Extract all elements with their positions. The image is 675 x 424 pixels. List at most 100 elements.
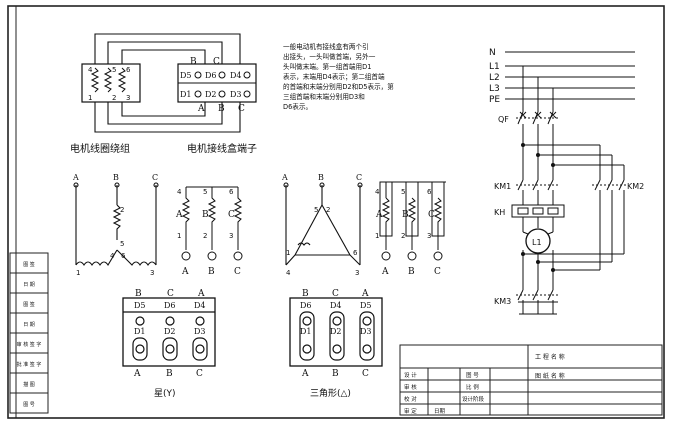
coil-group-diagram xyxy=(81,33,257,133)
left-cell-8: 图 号 xyxy=(23,402,35,408)
delta-block-d5: D5 xyxy=(360,301,372,310)
delta-num-3: 3 xyxy=(355,269,359,277)
delta-coil-top-5: 5 xyxy=(401,188,405,196)
tb-r1c1: 设 计 xyxy=(404,371,417,379)
coil-bot-num-1: 1 xyxy=(88,94,92,102)
delta-phase-b: B xyxy=(318,173,324,182)
box-phase-c-top: C xyxy=(213,57,220,67)
coil-top-num-3: 6 xyxy=(126,66,131,74)
note-line-5: 的首端和末端分别用D2和D5表示，第 xyxy=(283,82,394,91)
delta-coil-top-6: 6 xyxy=(427,188,432,196)
delta-num-6: 6 xyxy=(353,249,358,257)
note-line-4: 表示，末端用D4表示；第二组首端 xyxy=(283,72,385,81)
bus-label-pe: PE xyxy=(489,95,500,105)
delta-block-out-b: B xyxy=(332,369,339,379)
km3-label: KM3 xyxy=(494,297,511,306)
star-block-d1: D1 xyxy=(134,327,146,336)
star-block-terminals xyxy=(132,316,208,361)
star-block-d6: D6 xyxy=(164,301,176,310)
bus-label-l3: L3 xyxy=(489,84,500,94)
delta-block-out-a: A xyxy=(301,369,309,379)
star-coil-set xyxy=(181,186,243,261)
delta-coil-top-4: 4 xyxy=(375,188,380,196)
star-coil-a: A xyxy=(175,210,183,220)
delta-phase-a: A xyxy=(281,173,288,182)
star-num-6: 6 xyxy=(121,252,126,260)
left-cell-5: 审 核 签 字 xyxy=(17,341,42,348)
title-drawing: 图 纸 名 称 xyxy=(535,372,565,380)
star-coil-bot-2: 2 xyxy=(203,232,207,240)
delta-coil-out-a: A xyxy=(381,267,389,277)
delta-block-d2: D2 xyxy=(330,327,342,336)
star-block-out-b: B xyxy=(166,369,173,379)
tb-r3c3: 设计阶段 xyxy=(462,395,485,403)
star-block-d2: D2 xyxy=(164,327,176,336)
delta-coil-out-b: B xyxy=(408,267,415,277)
coil-top-num-2: 5 xyxy=(112,66,116,74)
star-terminal-block xyxy=(122,297,216,367)
note-line-2: 出接头，一头叫做首端，另外一 xyxy=(283,52,376,61)
delta-block-d6: D6 xyxy=(300,301,312,310)
terminal-box-label: 电机接线盒端子 xyxy=(187,142,257,155)
bus-label-l2: L2 xyxy=(489,73,500,83)
star-num-4: 4 xyxy=(110,252,115,260)
three-phase-drops xyxy=(511,66,628,315)
delta-coil-out-c: C xyxy=(434,267,441,277)
km2-label: KM2 xyxy=(627,182,644,191)
star-label: 星(Y) xyxy=(154,388,176,399)
note-line-7: D6表示。 xyxy=(283,102,312,111)
tb-r1c3: 图 号 xyxy=(466,371,479,379)
motor-label: L1 xyxy=(532,238,542,247)
star-connection xyxy=(73,182,159,267)
star-coil-bot-3: 3 xyxy=(229,232,233,240)
star-coil-out-a: A xyxy=(181,267,189,277)
delta-block-d4: D4 xyxy=(330,301,342,310)
delta-num-2: 2 xyxy=(326,206,330,214)
note-line-3: 头叫做末端。第一组首端用D1 xyxy=(283,62,371,71)
delta-coil-c: C xyxy=(428,210,435,220)
box-phase-c-bottom: C xyxy=(238,104,245,114)
delta-coil-a: A xyxy=(375,210,383,220)
star-coil-bot-1: 1 xyxy=(177,232,181,240)
delta-block-phase-a: A xyxy=(361,289,369,299)
delta-block-d1: D1 xyxy=(300,327,312,336)
star-block-d5: D5 xyxy=(134,301,146,310)
delta-num-5: 5 xyxy=(314,206,318,214)
tb-r4c1: 审 定 xyxy=(404,407,417,415)
star-phase-a: A xyxy=(72,173,79,182)
star-coil-out-b: B xyxy=(208,267,215,277)
star-num-2: 2 xyxy=(120,206,124,214)
coil-bot-num-3: 3 xyxy=(126,94,130,102)
coil-bot-num-2: 2 xyxy=(112,94,116,102)
qf-label: QF xyxy=(498,115,509,124)
left-cell-4: 日 期 xyxy=(23,322,35,328)
delta-coil-bot-1: 1 xyxy=(375,232,379,240)
left-cell-3: 图 签 xyxy=(23,301,35,308)
kh-label: KH xyxy=(494,208,505,217)
box-phase-b-bottom: B xyxy=(218,104,225,114)
star-num-3: 3 xyxy=(150,269,154,277)
left-cell-1: 图 签 xyxy=(23,261,35,268)
star-block-out-c: C xyxy=(196,369,203,379)
box-term-d2: D2 xyxy=(205,90,217,99)
delta-coil-b: B xyxy=(402,210,409,220)
delta-label: 三角形(△) xyxy=(310,387,351,399)
box-phase-a-bottom: A xyxy=(197,104,205,114)
delta-block-d3: D3 xyxy=(360,327,372,336)
box-term-d5: D5 xyxy=(180,71,192,80)
star-coil-c: C xyxy=(228,210,235,220)
box-terminal-circles xyxy=(194,71,251,98)
star-num-1: 1 xyxy=(76,269,80,277)
star-block-phase-b: B xyxy=(135,289,142,299)
star-coil-top-4: 4 xyxy=(177,188,182,196)
box-term-d6: D6 xyxy=(205,71,217,80)
tb-r4c2: 日期 xyxy=(434,408,446,415)
note-line-1: 一般电动机有接线盒有两个引 xyxy=(283,42,369,51)
star-coil-top-6: 6 xyxy=(229,188,234,196)
delta-coil-set xyxy=(379,181,446,261)
star-block-phase-a: A xyxy=(197,289,205,299)
note-line-6: 三组首端和末端分别用D3和 xyxy=(283,92,365,101)
star-block-d4: D4 xyxy=(194,301,206,310)
delta-phase-c: C xyxy=(356,173,362,182)
